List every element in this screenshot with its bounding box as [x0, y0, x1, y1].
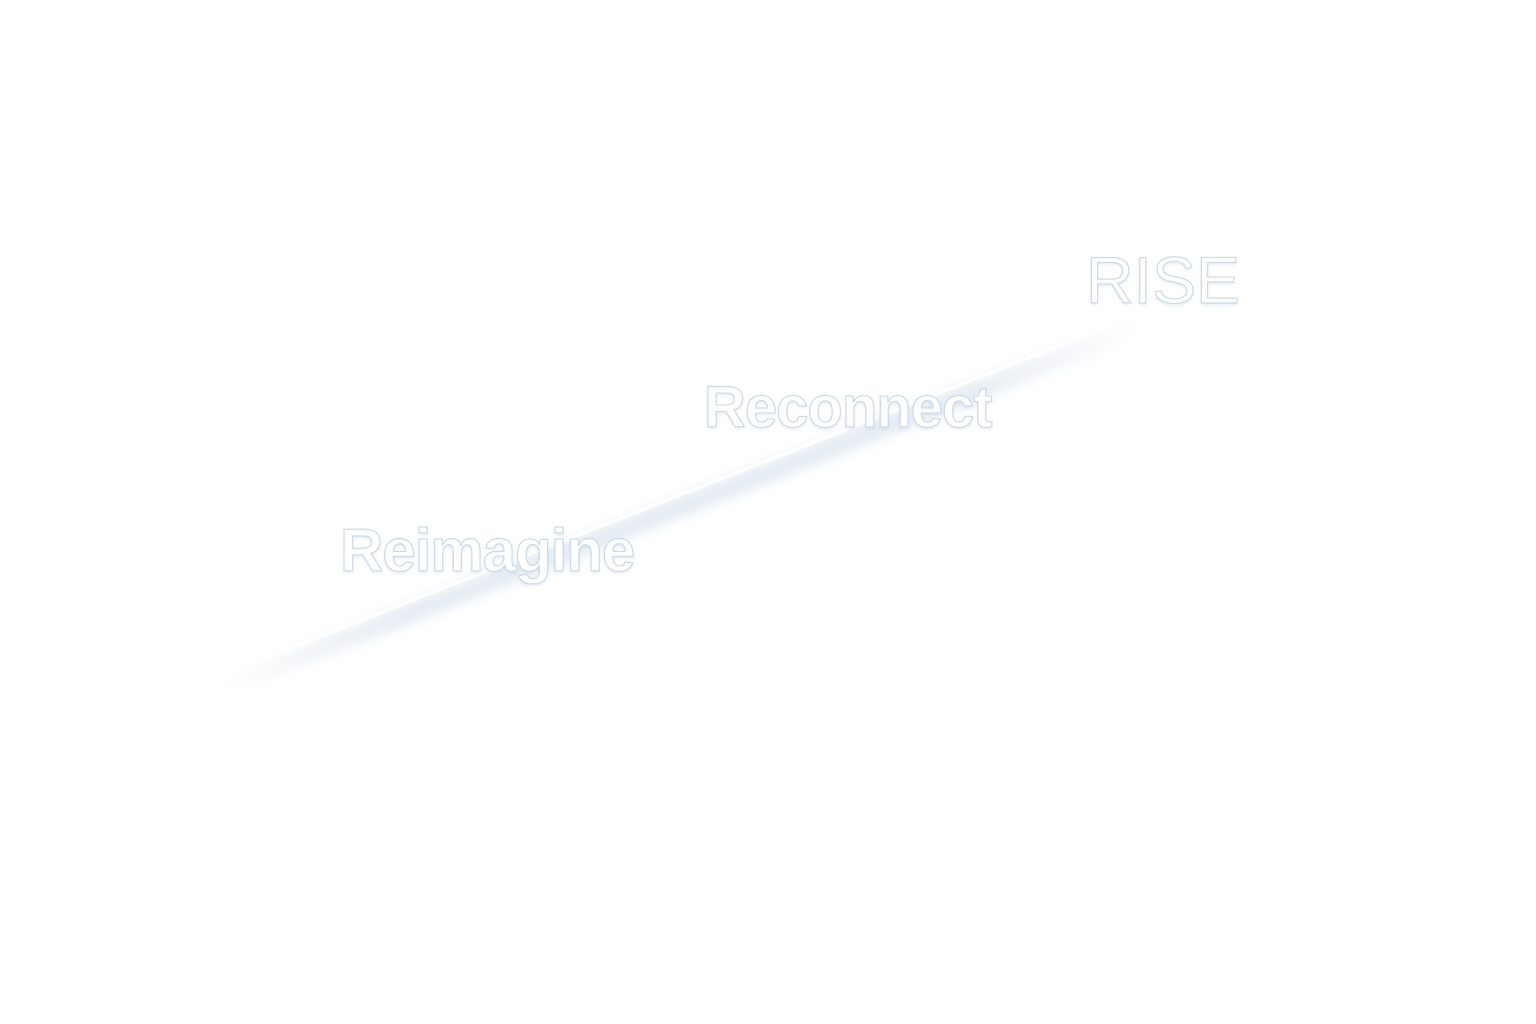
swoosh-shadow [210, 312, 1150, 690]
swoosh-line [209, 308, 1151, 682]
word-reimagine: Reimagine [339, 516, 636, 584]
word-reconnect: Reconnect [703, 374, 993, 440]
word-rise: RISE [1085, 242, 1241, 317]
